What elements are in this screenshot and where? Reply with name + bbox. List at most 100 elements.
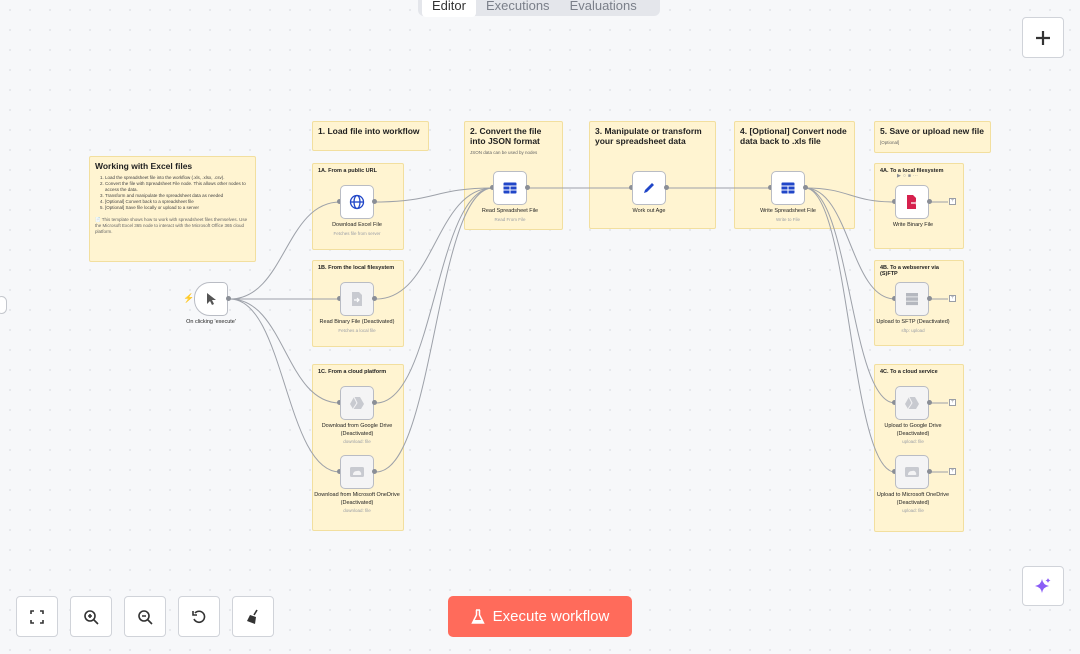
sticky-4a[interactable]: 4A. To a local filesystem — [874, 163, 964, 249]
edge-trigger-onedrive — [229, 298, 341, 473]
node-upload-sftp[interactable] — [895, 282, 929, 316]
edge-onedrive-readsheet — [375, 187, 494, 473]
node-label-onedrive-dl: Download from Microsoft OneDrive (Deacti… — [314, 492, 400, 513]
cursor-icon — [207, 293, 216, 305]
tab-executions[interactable]: Executions — [485, 0, 550, 13]
add-node-plus-icon[interactable]: + — [949, 468, 956, 475]
readbinary-input-handle[interactable] — [337, 296, 342, 301]
gdrive-up-input-handle[interactable] — [892, 400, 897, 405]
undo-icon — [192, 610, 206, 623]
readsheet-input-handle[interactable] — [490, 185, 495, 190]
add-node-plus-icon[interactable]: + — [949, 295, 956, 302]
node-download-onedrive[interactable] — [340, 455, 374, 489]
server-icon — [906, 293, 918, 306]
fit-view-button[interactable] — [16, 596, 58, 637]
workage-input-handle[interactable] — [629, 185, 634, 190]
workage-output-handle[interactable] — [664, 185, 669, 190]
onedrive-dl-input-handle[interactable] — [337, 469, 342, 474]
table-icon — [503, 182, 517, 194]
intro-sticky[interactable]: Working with Excel files Load the spread… — [89, 156, 256, 262]
node-write-spreadsheet[interactable] — [771, 171, 805, 205]
edge-writesheet-gdrive — [804, 187, 896, 404]
node-label-download-excel: Download Excel File Fetches file from se… — [332, 222, 382, 236]
view-tabs: Editor Executions Evaluations — [418, 0, 660, 17]
node-upload-onedrive[interactable] — [895, 455, 929, 489]
node-label-write-spreadsheet: Write Spreadsheet File Write to File — [760, 208, 816, 222]
flask-icon — [470, 608, 485, 624]
edge-writesheet-writebinary — [804, 187, 896, 203]
node-work-out-age[interactable] — [632, 171, 666, 205]
node-label-gdrive-dl: Download from Google Drive (Deactivated)… — [321, 423, 393, 444]
node-label-work-age: Work out Age — [632, 208, 666, 214]
node-write-binary-file[interactable] — [895, 185, 929, 219]
gdrive-dl-input-handle[interactable] — [337, 400, 342, 405]
gdrive-up-output-handle[interactable] — [927, 400, 932, 405]
more-icon[interactable]: ⋯ — [912, 173, 920, 179]
fit-view-icon — [30, 609, 44, 624]
intro-note: 📄 This template shows how to work with s… — [95, 217, 248, 234]
left-panel-toggle[interactable] — [0, 296, 7, 314]
sftp-input-handle[interactable] — [892, 296, 897, 301]
sticky-save-upload[interactable]: 5. Save or upload new file [Optional] — [874, 121, 991, 153]
reset-zoom-button[interactable] — [178, 596, 220, 637]
edge-trigger-gdrive — [229, 298, 341, 404]
edge-writesheet-onedrive — [804, 187, 896, 473]
tab-editor[interactable]: Editor — [422, 0, 476, 17]
tab-evaluations[interactable]: Evaluations — [569, 0, 637, 13]
intro-steps: Load the spreadsheet file into the workf… — [95, 175, 250, 211]
zoom-out-icon — [138, 609, 153, 625]
edge-readbinary-readsheet — [375, 187, 494, 300]
node-label-read-spreadsheet: Read Spreadsheet File Read From File — [481, 208, 539, 222]
edge-writesheet-sftp — [804, 187, 896, 300]
onedrive-icon — [350, 467, 364, 477]
node-read-binary-file[interactable] — [340, 282, 374, 316]
globe-icon — [349, 194, 365, 210]
execute-workflow-button[interactable]: Execute workflow — [448, 596, 632, 637]
node-download-google-drive[interactable] — [340, 386, 374, 420]
node-label-trigger: On clicking 'execute' — [186, 319, 236, 325]
node-label-read-binary: Read Binary File (Deactivated) Fetches a… — [319, 319, 395, 333]
node-read-spreadsheet[interactable] — [493, 171, 527, 205]
ai-assistant-button[interactable] — [1022, 566, 1064, 606]
power-icon[interactable]: ○ — [902, 173, 908, 179]
node-label-onedrive-up: Upload to Microsoft OneDrive (Deactivate… — [876, 492, 950, 513]
sticky-load-file[interactable]: 1. Load file into workflow — [312, 121, 429, 151]
zoom-in-button[interactable] — [70, 596, 112, 637]
onedrive-up-input-handle[interactable] — [892, 469, 897, 474]
intro-title: Working with Excel files — [95, 161, 193, 171]
play-icon[interactable]: ▶ — [897, 173, 903, 179]
node-upload-google-drive[interactable] — [895, 386, 929, 420]
tidy-up-button[interactable] — [232, 596, 274, 637]
add-node-plus-icon[interactable]: + — [949, 198, 956, 205]
writesheet-input-handle[interactable] — [768, 185, 773, 190]
download-output-handle[interactable] — [372, 199, 377, 204]
node-manual-trigger[interactable] — [194, 282, 228, 316]
onedrive-icon — [905, 467, 919, 477]
file-import-icon — [352, 292, 362, 306]
readbinary-output-handle[interactable] — [372, 296, 377, 301]
plus-icon — [1036, 30, 1050, 45]
execute-workflow-label: Execute workflow — [492, 608, 610, 625]
file-export-icon — [907, 195, 919, 209]
zoom-out-button[interactable] — [124, 596, 166, 637]
sticky-4b[interactable]: 4B. To a webserver via (S)FTP — [874, 260, 964, 346]
pencil-icon — [644, 183, 654, 193]
download-input-handle[interactable] — [337, 199, 342, 204]
add-node-plus-icon[interactable]: + — [949, 399, 956, 406]
writebinary-input-handle[interactable] — [892, 199, 897, 204]
writebinary-output-handle[interactable] — [927, 199, 932, 204]
zoom-in-icon — [84, 609, 99, 625]
edge-download-readsheet — [375, 187, 494, 203]
add-node-button[interactable] — [1022, 17, 1064, 58]
gdrive-dl-output-handle[interactable] — [372, 400, 377, 405]
node-download-excel[interactable] — [340, 185, 374, 219]
readsheet-output-handle[interactable] — [525, 185, 530, 190]
trash-icon[interactable]: ■ — [907, 173, 913, 179]
trigger-output-handle[interactable] — [226, 296, 231, 301]
onedrive-up-output-handle[interactable] — [927, 469, 932, 474]
node-label-sftp: Upload to SFTP (Deactivated) sftp: uploa… — [876, 319, 950, 333]
writesheet-output-handle[interactable] — [803, 185, 808, 190]
onedrive-dl-output-handle[interactable] — [372, 469, 377, 474]
sftp-output-handle[interactable] — [927, 296, 932, 301]
